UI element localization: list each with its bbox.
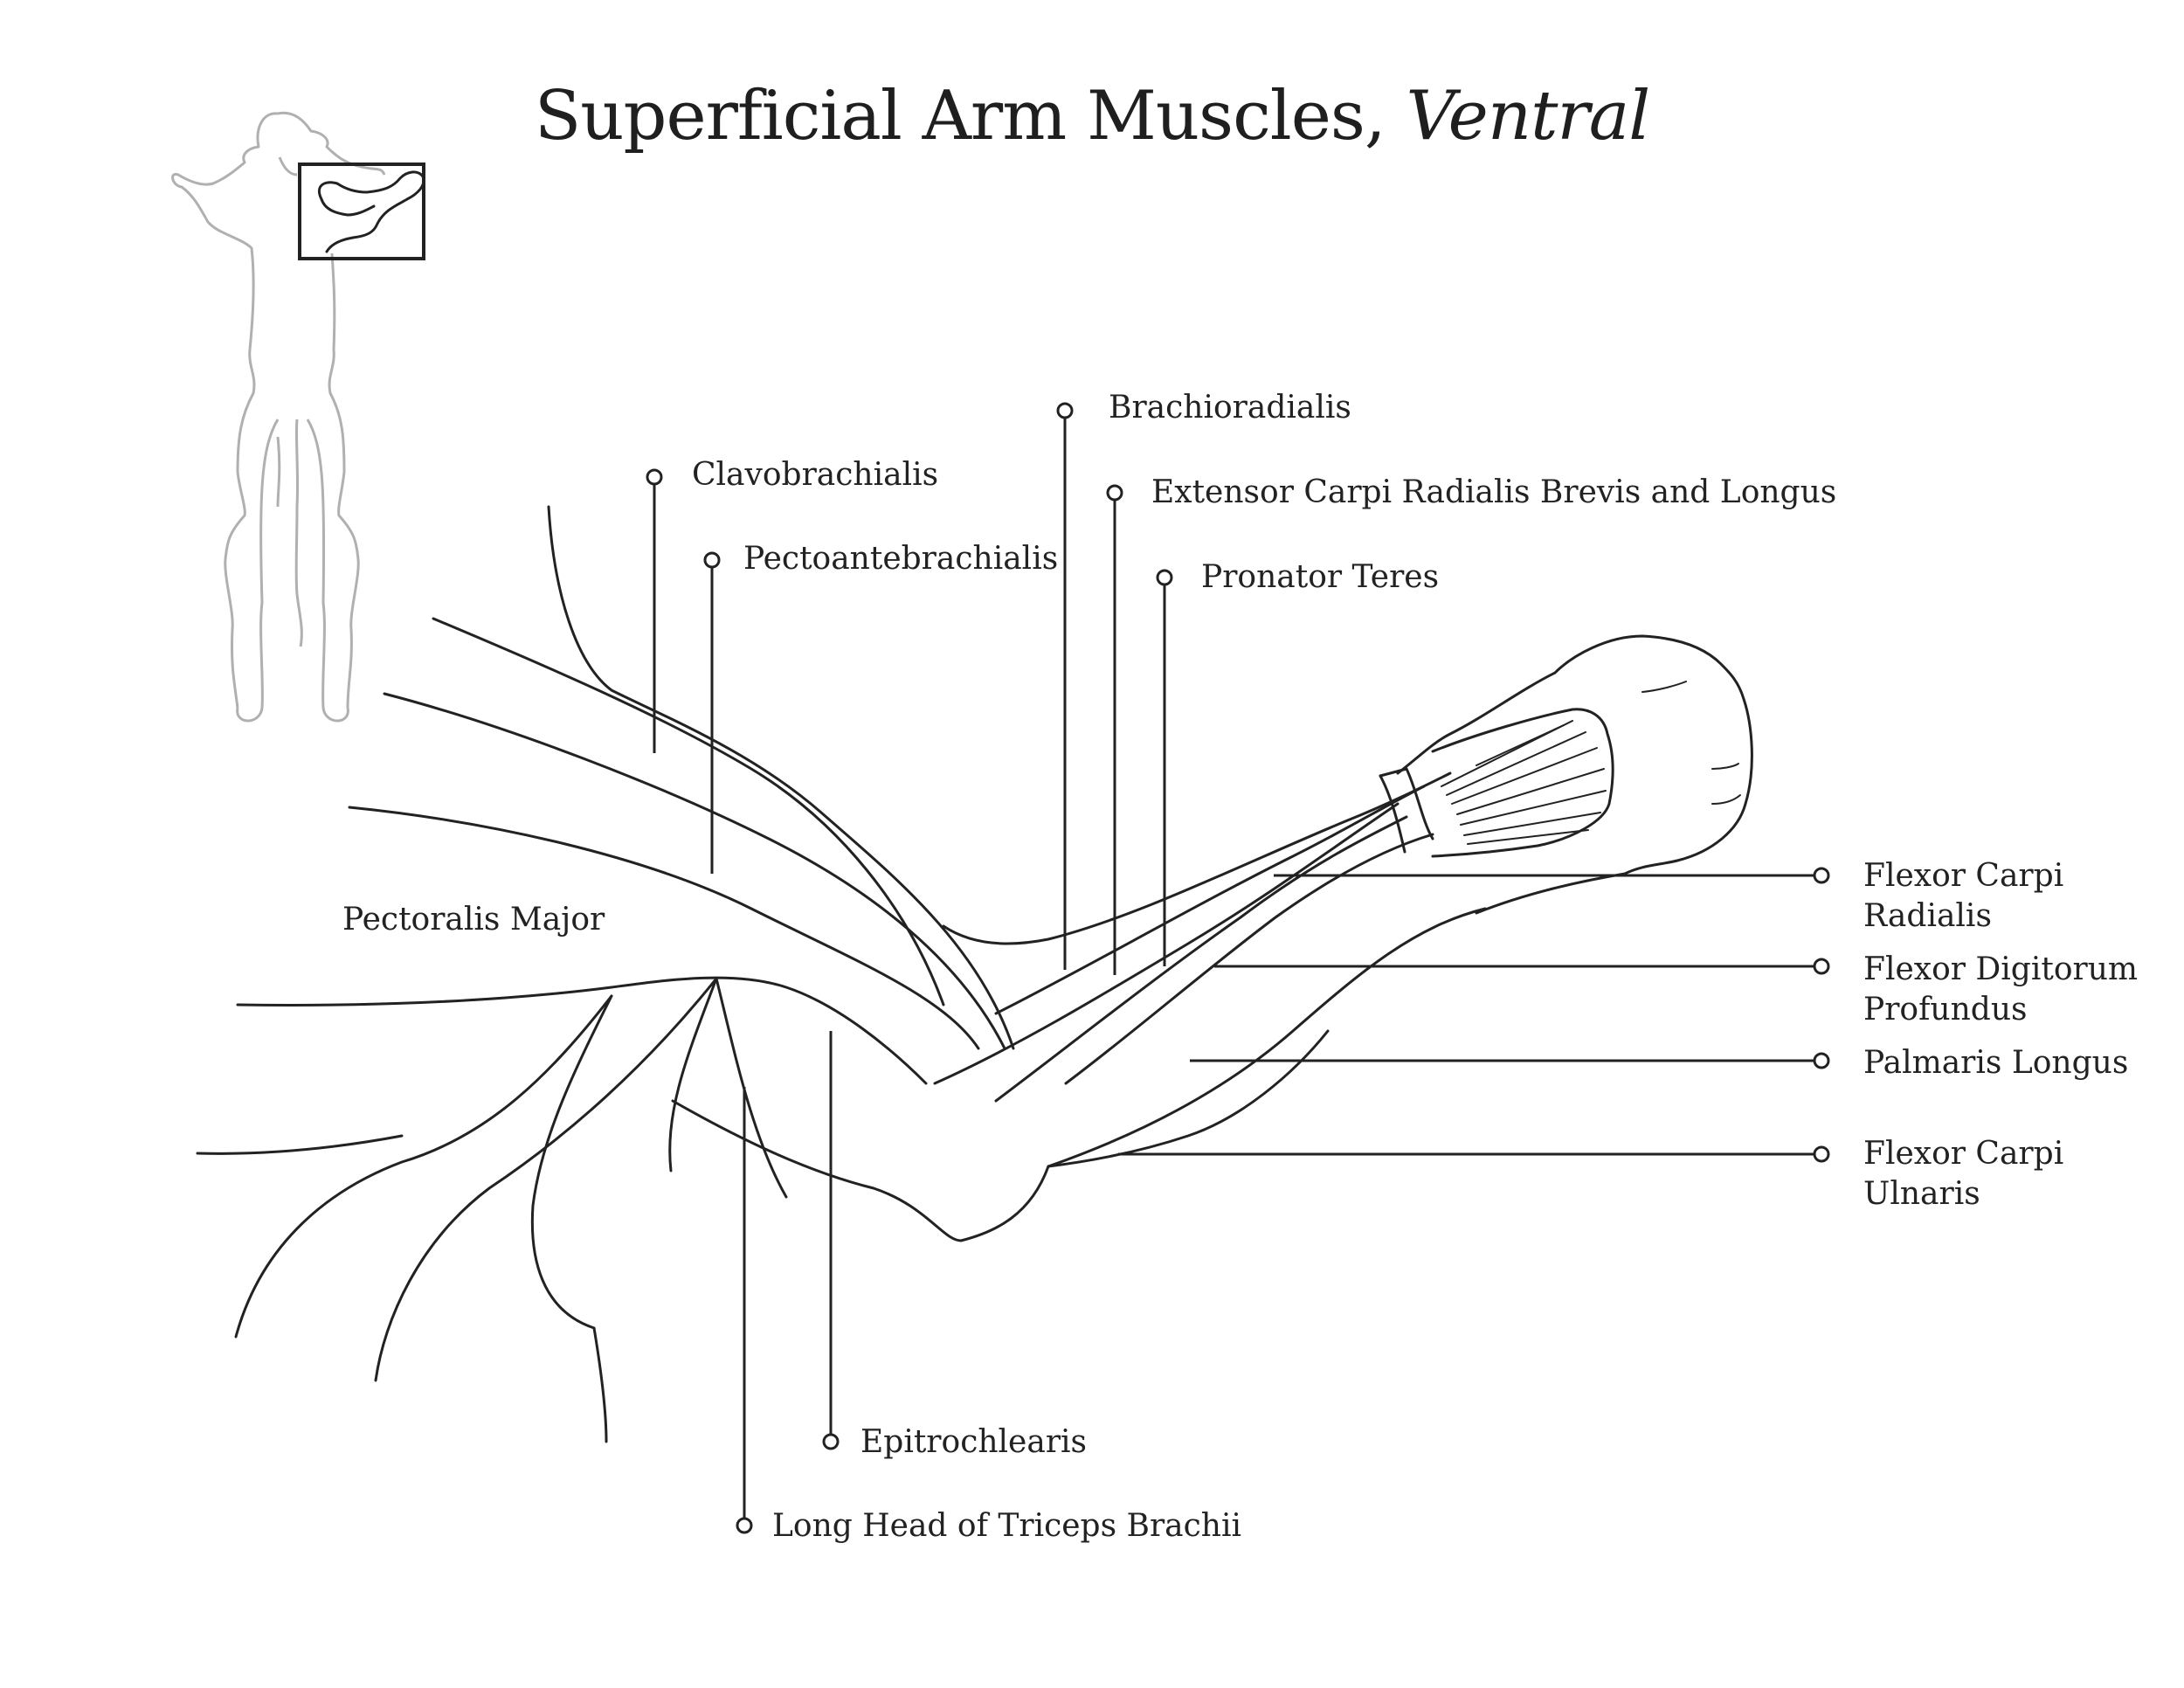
anchor-dot bbox=[646, 468, 663, 486]
leader-palmaris-longus bbox=[1190, 1052, 1830, 1069]
label-clavobrachialis: Clavobrachialis bbox=[692, 457, 939, 493]
anchor-dot bbox=[1813, 958, 1830, 975]
label-flexor-digitorum-profundus: Flexor Digitorum Profundus bbox=[1863, 951, 2139, 1027]
label-extensor-carpi: Extensor Carpi Radialis Brevis and Longu… bbox=[1151, 474, 1837, 510]
label-palmaris-longus: Palmaris Longus bbox=[1863, 1045, 2129, 1081]
label-flexor-carpi-radialis: Flexor Carpi Radialis bbox=[1863, 858, 2064, 934]
anchor-dot bbox=[736, 1517, 753, 1534]
title-italic: Ventral bbox=[1406, 77, 1651, 156]
arm-muscle-outlines bbox=[196, 505, 1753, 1443]
title-main: Superficial Arm Muscles, bbox=[534, 77, 1406, 156]
label-pectoantebrachialis: Pectoantebrachialis bbox=[743, 541, 1059, 577]
leader-brachioradialis bbox=[1056, 402, 1074, 970]
leader-flexor-digitorum-profundus bbox=[1214, 958, 1830, 975]
label-pronator-teres: Pronator Teres bbox=[1201, 559, 1440, 595]
anchor-dot bbox=[1813, 1052, 1830, 1069]
anchor-dot bbox=[1156, 569, 1173, 586]
label-brachioradialis: Brachioradialis bbox=[1109, 390, 1351, 425]
leader-extensor-carpi bbox=[1106, 484, 1123, 975]
anchor-dot bbox=[1813, 1145, 1830, 1163]
leader-clavobrachialis bbox=[646, 468, 663, 753]
leader-long-head-triceps bbox=[736, 1087, 753, 1534]
label-flexor-carpi-ulnaris: Flexor Carpi Ulnaris bbox=[1863, 1136, 2064, 1212]
anchor-dot bbox=[822, 1433, 840, 1450]
label-epitrochlearis: Epitrochlearis bbox=[860, 1424, 1088, 1460]
leader-pectoantebrachialis bbox=[703, 551, 721, 874]
anchor-dot bbox=[1813, 867, 1830, 884]
leader-flexor-carpi-radialis bbox=[1274, 867, 1830, 884]
leader-pronator-teres bbox=[1156, 569, 1173, 966]
anchor-dot bbox=[1056, 402, 1074, 419]
page-title: Superficial Arm Muscles, Ventral bbox=[0, 77, 2184, 156]
locator-box bbox=[298, 163, 425, 260]
label-long-head-triceps: Long Head of Triceps Brachii bbox=[772, 1508, 1242, 1544]
leader-epitrochlearis bbox=[822, 1031, 840, 1450]
leader-flexor-carpi-ulnaris bbox=[1118, 1145, 1830, 1163]
anchor-dot bbox=[1106, 484, 1123, 502]
anchor-dot bbox=[703, 551, 721, 569]
label-pectoralis-major: Pectoralis Major bbox=[342, 902, 605, 937]
highlight-arm-thumbnail bbox=[317, 170, 425, 253]
cat-silhouette-icon bbox=[171, 111, 386, 723]
